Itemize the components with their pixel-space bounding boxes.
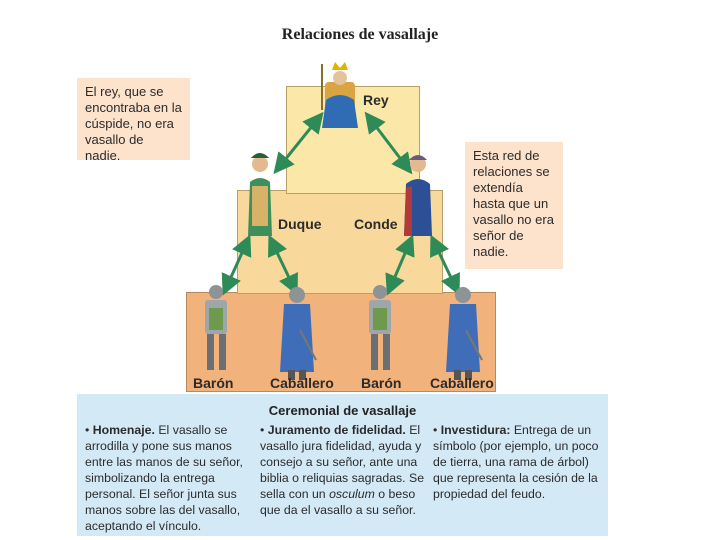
pyramid-tier-vassals — [186, 292, 496, 392]
count-figure-icon — [404, 155, 432, 236]
juramento-osculum: osculum — [329, 487, 375, 501]
duke-figure-icon — [248, 153, 272, 236]
label-baron-2: Barón — [361, 375, 402, 391]
diagram-title: Relaciones de vasallaje — [281, 26, 439, 43]
juramento-text-a: El vasallo jura fidelidad, ayuda y conse… — [260, 423, 425, 501]
homenaje-text: El vasallo se arrodilla y pone sus manos… — [85, 423, 243, 533]
label-conde: Conde — [354, 216, 398, 232]
homenaje-heading: Homenaje. — [92, 423, 155, 437]
knight-figure-icon — [280, 287, 317, 380]
label-caballero-2: Caballero — [430, 375, 494, 391]
juramento-text-b: o beso que da el vasallo a su señor. — [260, 487, 416, 517]
note-network: Esta red de relaciones se extendía hasta… — [465, 142, 563, 269]
investidura-text: Entrega de un símbolo (por ejemplo, un p… — [433, 423, 599, 501]
arrow-duke-baron — [221, 234, 252, 296]
label-baron-1: Barón — [193, 375, 234, 391]
arrow-count-baron — [385, 234, 415, 296]
juramento-heading: Juramento de fidelidad. — [267, 423, 406, 437]
ceremonial-juramento: • Juramento de fidelidad. El vasallo jur… — [260, 423, 425, 517]
knight-figure-icon — [446, 287, 483, 380]
ceremonial-box: Ceremonial de vasallaje • Homenaje. El v… — [77, 394, 608, 536]
investidura-heading: Investidura: — [440, 423, 511, 437]
ceremonial-investidura: • Investidura: Entrega de un símbolo (po… — [433, 423, 599, 501]
arrow-king-count — [364, 111, 413, 175]
arrow-king-duke — [273, 111, 324, 175]
ceremonial-homenaje: • Homenaje. El vasallo se arrodilla y po… — [85, 423, 243, 533]
label-rey: Rey — [363, 92, 389, 108]
arrow-duke-knight — [268, 234, 298, 296]
baron-figure-icon — [205, 285, 227, 370]
label-caballero-1: Caballero — [270, 375, 334, 391]
ceremonial-title: Ceremonial de vasallaje — [268, 403, 417, 418]
label-duque: Duque — [278, 216, 322, 232]
baron-figure-icon — [369, 285, 391, 370]
note-king: El rey, que se encontraba en la cúspide,… — [77, 78, 190, 163]
king-figure-icon — [321, 62, 358, 128]
arrow-count-knight — [430, 234, 460, 296]
